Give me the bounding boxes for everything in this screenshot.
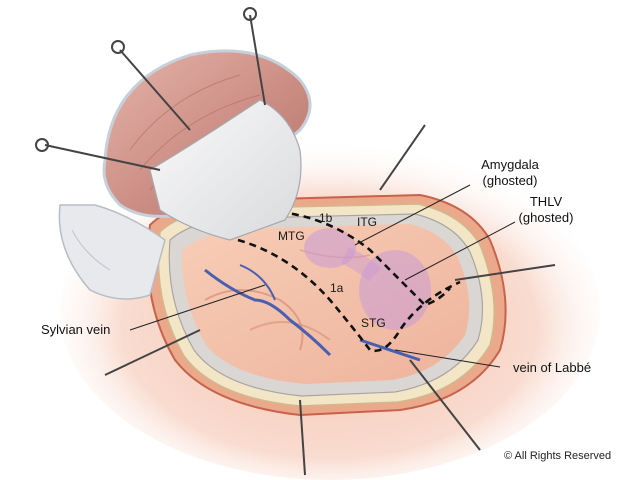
flap-curls	[71, 229, 111, 271]
vein-of-labbe-label: vein of Labbé	[513, 360, 592, 375]
thlv-label-line1: THLV	[529, 194, 563, 209]
rolled-scalp-flap	[58, 204, 166, 300]
region-1a-label: 1a	[330, 281, 344, 295]
stg-label: STG	[361, 316, 386, 330]
region-1b-label: 1b	[319, 211, 333, 225]
vein-branch	[239, 264, 276, 301]
amygdala-label-line1: Amygdala	[481, 157, 539, 172]
amygdala-label: Amygdala (ghosted)	[470, 157, 550, 189]
itg-label: ITG	[357, 215, 377, 229]
leader-lines	[129, 184, 516, 368]
labbe-vein-path	[359, 338, 421, 362]
dural-flap	[149, 99, 302, 241]
retractor-springs	[44, 14, 556, 476]
gyrus-shading	[249, 321, 331, 341]
resection-line-1a	[237, 238, 461, 353]
muscle-fibers	[129, 74, 241, 151]
thlv-ghost	[359, 250, 431, 330]
sylvian-vein-path	[204, 268, 332, 357]
thlv-label: THLV (ghosted)	[508, 194, 584, 226]
muscle-fibers	[139, 94, 261, 171]
retractor-rings	[35, 7, 257, 152]
ghost-bridge	[340, 246, 382, 282]
thlv-label-line2: (ghosted)	[518, 210, 574, 225]
copyright-notice: © All Rights Reserved	[504, 450, 612, 462]
amygdala-label-line2: (ghosted)	[482, 173, 538, 188]
resection-line-1b	[279, 210, 451, 307]
sylvian-vein-label: Sylvian vein	[41, 322, 111, 337]
amygdala-ghost	[304, 228, 356, 268]
mtg-label: MTG	[278, 229, 305, 243]
